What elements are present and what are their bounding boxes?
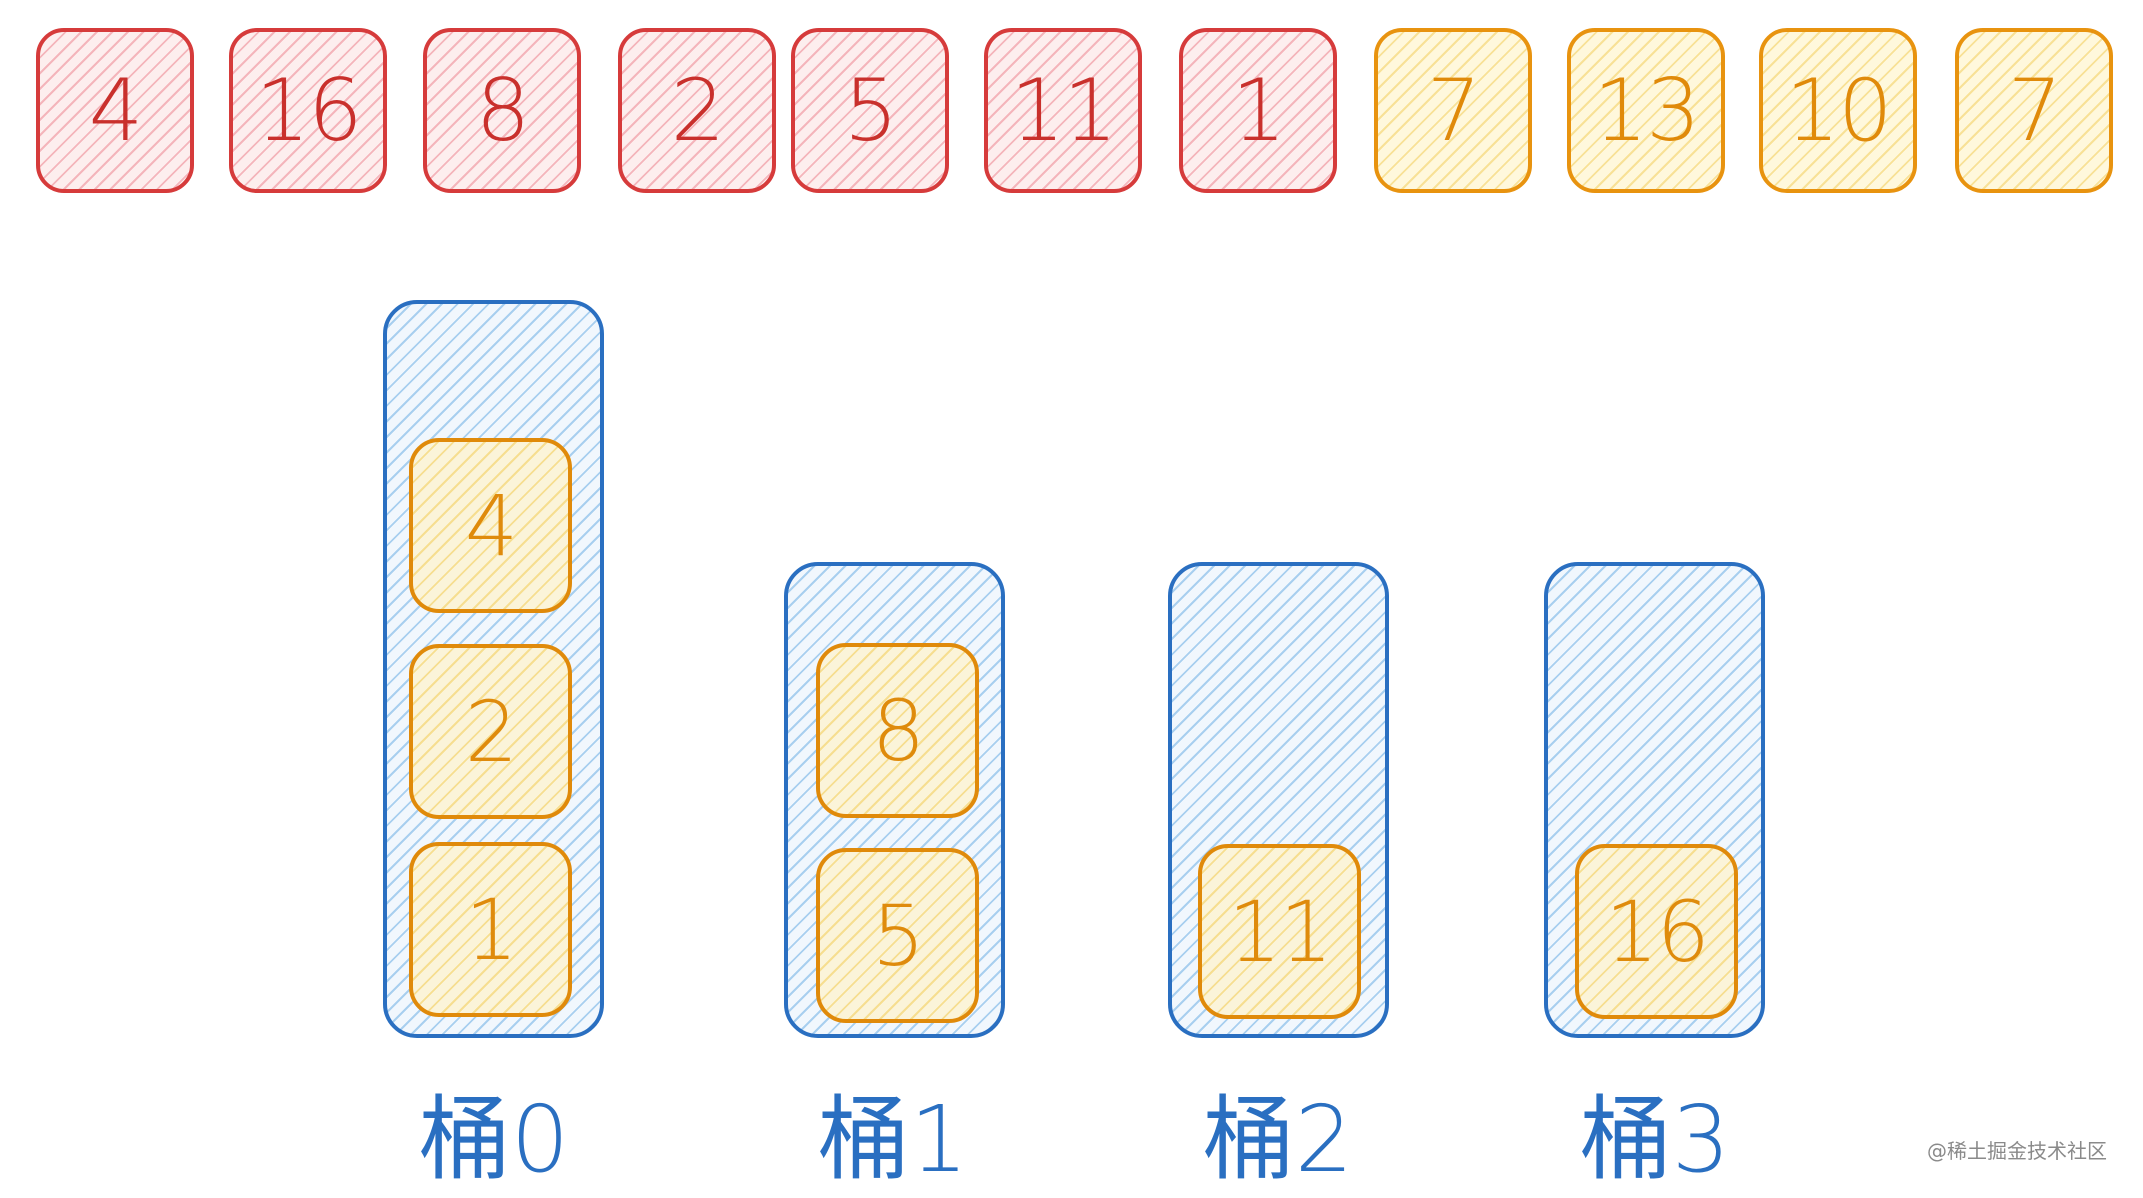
array-cell: 1 [1179, 28, 1337, 193]
array-cell: 2 [618, 28, 776, 193]
array-cell: 5 [791, 28, 949, 193]
bucket-item: 8 [816, 643, 979, 818]
bucket-1: 8 5 [784, 562, 1005, 1038]
bucket-item: 5 [816, 848, 979, 1023]
bucket-0: 4 2 1 [383, 300, 604, 1038]
bucket-item: 11 [1198, 844, 1361, 1019]
bucket-item: 4 [409, 438, 572, 613]
array-cell: 7 [1955, 28, 2113, 193]
array-cell: 16 [229, 28, 387, 193]
array-cell: 8 [423, 28, 581, 193]
bucket-2: 11 [1168, 562, 1389, 1038]
bucket-label-3: 桶3 [1579, 1086, 1731, 1193]
bucket-label-0: 桶0 [418, 1086, 570, 1193]
array-cell: 4 [36, 28, 194, 193]
array-cell: 13 [1567, 28, 1725, 193]
bucket-label-2: 桶2 [1202, 1086, 1354, 1193]
bucket-3: 16 [1544, 562, 1765, 1038]
bucket-label-1: 桶1 [817, 1086, 969, 1193]
bucket-item: 2 [409, 644, 572, 819]
bucket-item: 16 [1575, 844, 1738, 1019]
bucket-item: 1 [409, 842, 572, 1017]
array-cell: 7 [1374, 28, 1532, 193]
input-array: 4 16 8 2 5 11 1 7 13 10 7 [0, 0, 2143, 210]
array-cell: 11 [984, 28, 1142, 193]
watermark: @稀土掘金技术社区 [1927, 1139, 2107, 1163]
array-cell: 10 [1759, 28, 1917, 193]
